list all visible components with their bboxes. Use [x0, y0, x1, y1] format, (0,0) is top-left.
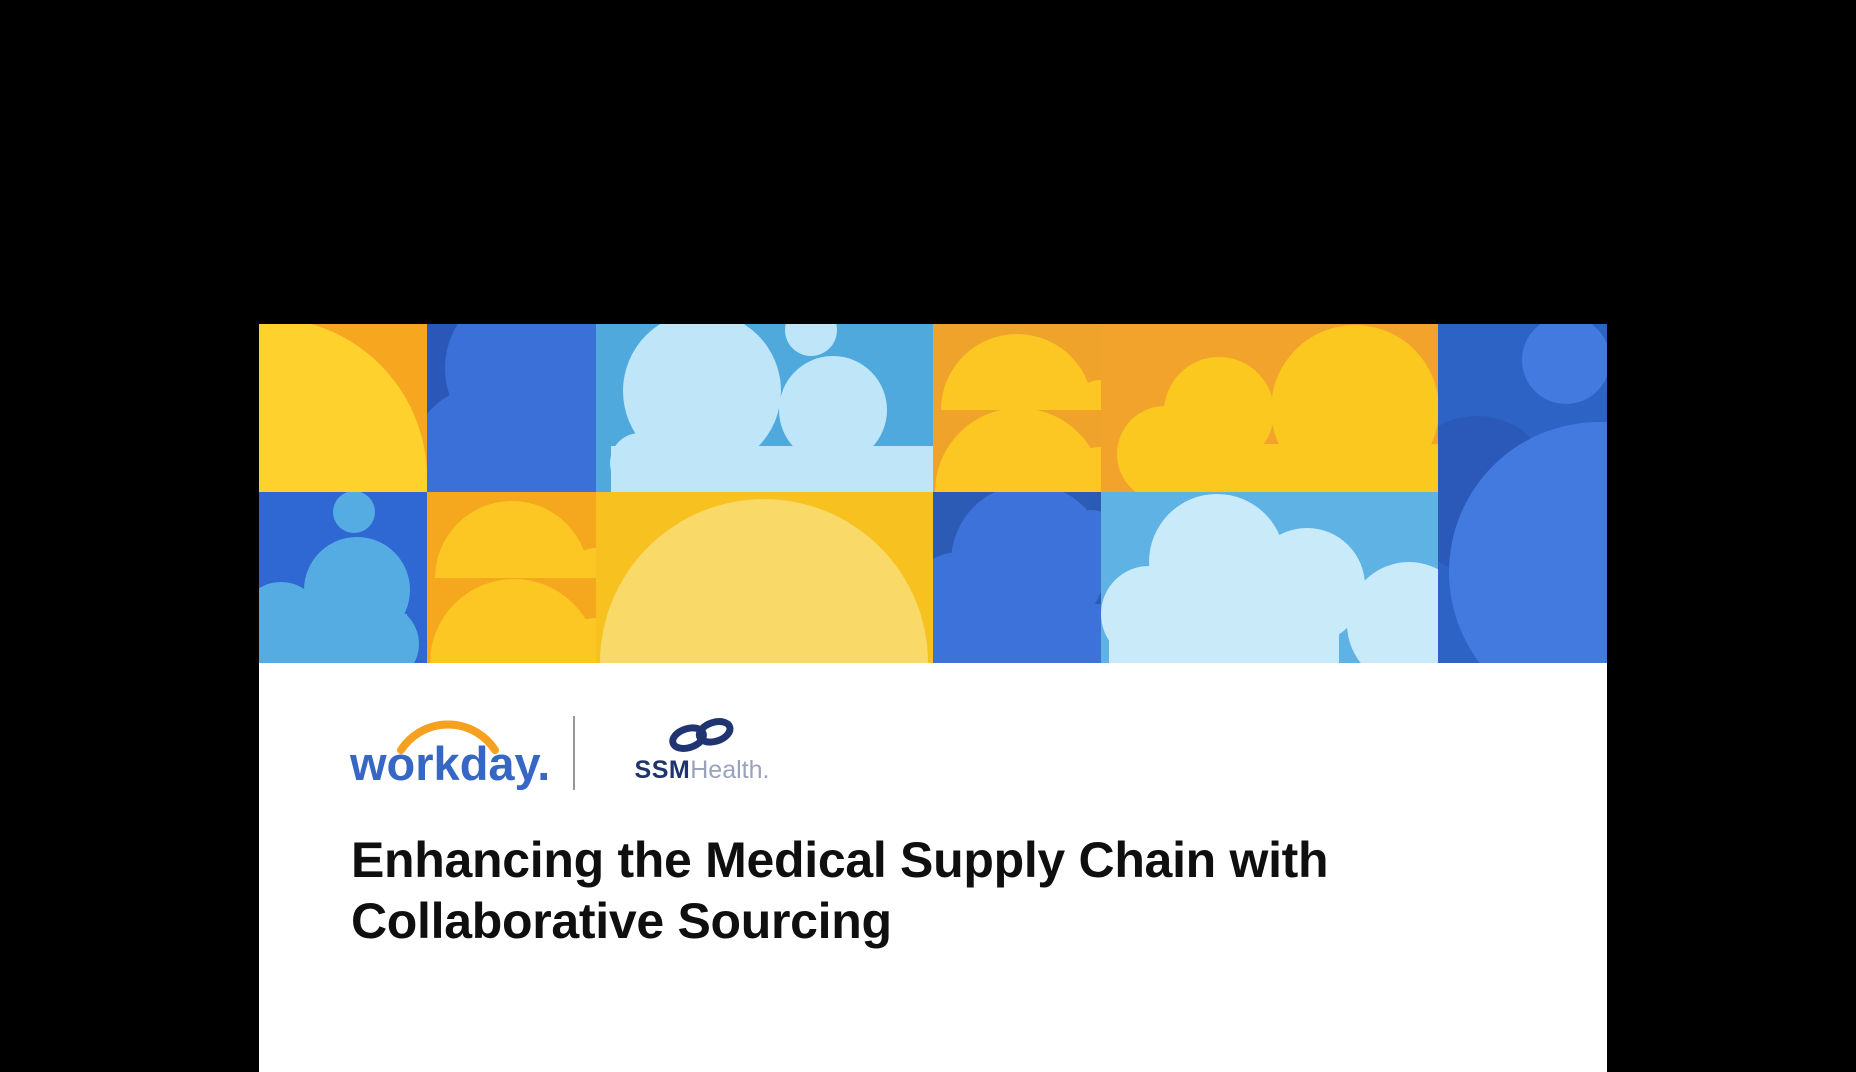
page-title: Enhancing the Medical Supply Chain with … [351, 830, 1531, 952]
workday-arc-icon [397, 720, 499, 754]
logo-row: workday. SSMHealth. [259, 710, 1607, 800]
ssm-wordmark-light: Health. [690, 756, 770, 784]
banner-tile-deep-blue-cloud [933, 492, 1101, 663]
workday-logo: workday. [350, 714, 560, 794]
banner-tile-blue-cloud [427, 324, 596, 492]
title-line-2: Collaborative Sourcing [351, 893, 892, 949]
banner-tile-yellow-cloud [1101, 324, 1438, 492]
banner-tile-sky-cloud-2 [1101, 492, 1438, 663]
ssm-health-wordmark: SSMHealth. [627, 758, 777, 783]
decorative-banner [259, 324, 1607, 663]
content-card: workday. SSMHealth. Enhancing the Medica… [259, 324, 1607, 1072]
workday-wordmark: workday. [350, 737, 551, 790]
banner-tile-arches [933, 324, 1101, 492]
ssm-infinity-swoosh-icon [669, 718, 734, 752]
title-line-1: Enhancing the Medical Supply Chain with [351, 832, 1329, 888]
banner-tile-arches-2 [427, 492, 596, 663]
ssm-wordmark-bold: SSM [634, 756, 691, 784]
banner-tile-sun-dome [596, 492, 933, 663]
banner-tile-blue-circles-column [1438, 324, 1607, 663]
banner-tile-quarter-sun [259, 324, 427, 492]
banner-tile-royal-sky-cloud [259, 492, 427, 663]
logo-divider [573, 716, 575, 790]
banner-tile-sky-cloud [596, 324, 933, 492]
ssm-health-logo: SSMHealth. [627, 714, 777, 794]
